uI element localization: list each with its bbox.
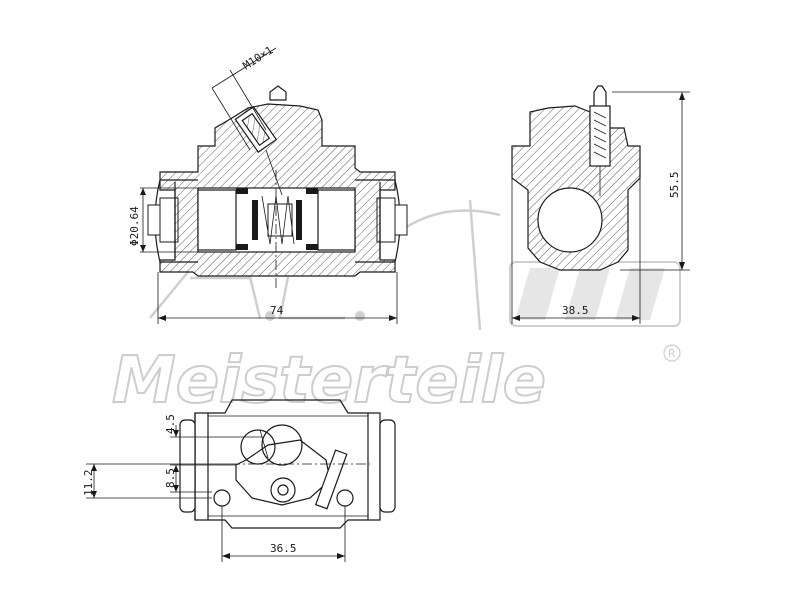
watermark-brand: Meisterteile (112, 344, 546, 418)
overall-length-label: 74 (270, 304, 284, 317)
bore-dimension-label: Φ20.64 (128, 206, 141, 246)
height-dimension-label: 55.5 (668, 172, 681, 199)
watermark-registered-mark: R (668, 347, 676, 360)
side-section-view: 55.5 38.5 (511, 85, 690, 324)
width-dimension-label: 38.5 (562, 304, 589, 317)
front-section-view: M10×1 Φ20.64 74 (128, 44, 408, 324)
watermark: Meisterteile R (111, 199, 681, 419)
bottom-view: 4.5 8.5 11.2 36.5 (82, 399, 396, 562)
hole-height-label: 11.2 (82, 470, 95, 497)
hole-spacing-label: 36.5 (270, 542, 297, 555)
offset-lower-label: 8.5 (164, 468, 177, 488)
thread-dimension-label: M10×1 (241, 44, 276, 73)
offset-upper-label: 4.5 (164, 414, 177, 434)
